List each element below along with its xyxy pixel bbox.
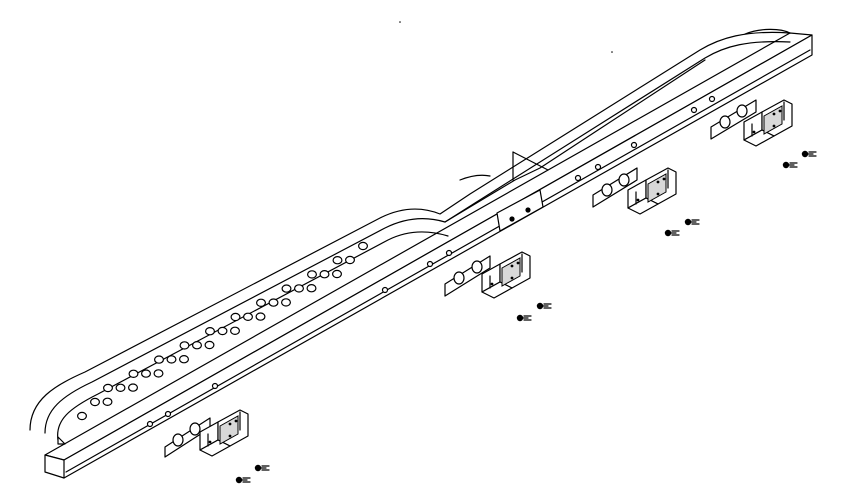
warning-triangle-icon — [57, 436, 66, 445]
bracket-3 — [627, 167, 677, 215]
center-joint-plate — [496, 189, 544, 232]
dimple-hole — [192, 341, 203, 350]
bolt — [664, 229, 680, 237]
dimple-hole — [294, 284, 305, 293]
gasket-2 — [444, 255, 491, 297]
rear-end-cap — [744, 28, 791, 35]
dimple-hole — [319, 270, 330, 279]
dimple-hole — [166, 355, 177, 364]
front-rail-top — [44, 32, 813, 461]
gasket-4 — [710, 99, 757, 140]
bolt — [536, 302, 552, 310]
dimple-hole — [307, 270, 318, 279]
dimple-hole — [204, 340, 215, 350]
dimple-hole — [154, 355, 165, 364]
dimple-hole — [268, 298, 279, 307]
dimple-hole — [115, 383, 126, 392]
step-pad-dimples — [76, 241, 369, 421]
dimple-hole — [141, 369, 152, 378]
running-board — [29, 28, 813, 479]
bolt — [684, 218, 700, 226]
bolt — [254, 464, 270, 472]
rear-inner-rail — [444, 59, 706, 223]
dimple-hole — [332, 256, 343, 265]
dimple-hole — [153, 369, 164, 378]
dimple-hole — [102, 383, 113, 393]
dimple-hole — [281, 298, 292, 307]
gasket-1 — [164, 417, 211, 458]
dimple-hole — [179, 355, 190, 364]
bolt — [516, 314, 532, 322]
bolt — [782, 161, 798, 169]
dimple-hole — [179, 341, 190, 350]
joint-bolt-1 — [509, 216, 515, 222]
dimple-hole — [89, 397, 100, 407]
dimple-hole — [243, 312, 254, 321]
bolt — [235, 476, 251, 484]
rear-tube-top — [459, 174, 491, 181]
dimple-hole — [128, 369, 139, 378]
step-pad-outline — [57, 231, 449, 441]
dimple-hole — [205, 327, 216, 336]
gasket-3 — [592, 167, 638, 208]
dimple-hole — [217, 326, 228, 336]
dimple-hole — [345, 255, 356, 265]
dimple-hole — [332, 269, 343, 279]
speck-1 — [399, 21, 401, 23]
dimple-hole — [306, 284, 317, 293]
rail-holes — [146, 95, 716, 428]
front-rail-lower — [65, 49, 811, 473]
joint-bolt-2 — [525, 207, 531, 213]
bolt — [801, 150, 817, 158]
rear-divider-2 — [512, 151, 549, 171]
dimple-hole — [128, 383, 139, 392]
board-back-edge — [29, 31, 791, 431]
dimple-hole — [230, 312, 241, 322]
gaskets — [164, 99, 757, 458]
dimple-hole — [76, 411, 87, 421]
dimple-hole — [255, 312, 266, 321]
dimple-hole — [281, 284, 292, 293]
dimple-hole — [102, 397, 113, 406]
bracket-1 — [199, 409, 249, 457]
mounting-bolts — [235, 150, 817, 484]
front-rail-face — [44, 34, 813, 479]
speck-2 — [611, 51, 613, 53]
mounting-brackets — [199, 99, 793, 457]
bracket-2 — [481, 251, 531, 299]
bracket-4 — [743, 99, 793, 147]
dimple-hole — [230, 326, 241, 335]
dimple-hole — [358, 241, 369, 251]
board-back-edge-inner — [44, 41, 791, 434]
dimple-hole — [256, 298, 267, 307]
